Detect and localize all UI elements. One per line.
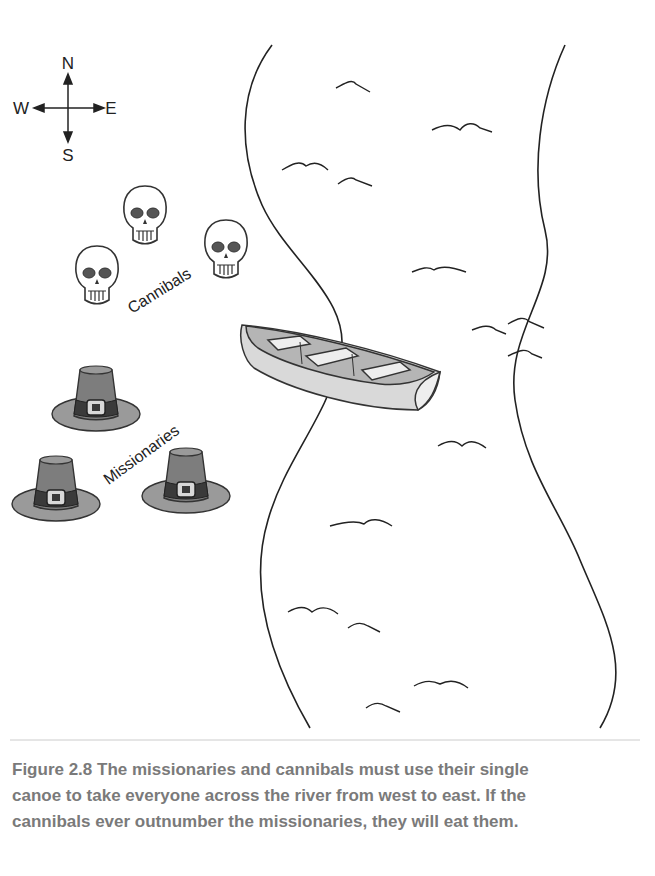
- group-label: Cannibals: [126, 265, 195, 316]
- compass-letter: W: [13, 100, 29, 117]
- compass-letter: E: [105, 100, 116, 117]
- compass-letter: N: [62, 55, 74, 72]
- figure-caption: Figure 2.8 The missionaries and cannibal…: [12, 757, 582, 835]
- compass-letter: S: [62, 147, 73, 164]
